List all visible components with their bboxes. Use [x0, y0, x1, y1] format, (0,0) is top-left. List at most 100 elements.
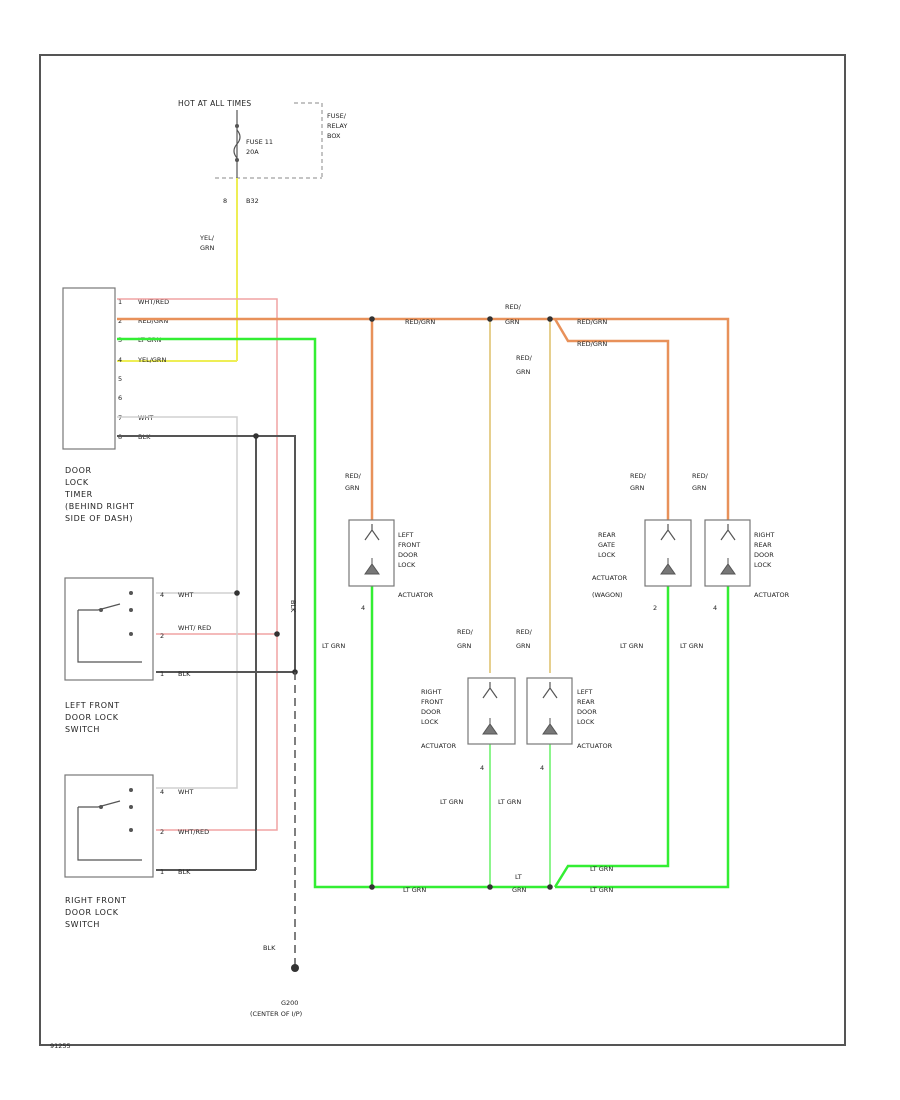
switch-caption: DOOR LOCK: [65, 713, 119, 722]
actuator-caption: LEFT: [398, 531, 413, 539]
actuator-caption: LOCK: [754, 561, 772, 569]
timer-box: [62, 287, 116, 450]
actuator-caption: ACTUATOR: [421, 742, 457, 750]
switch-pin: 4: [160, 788, 164, 796]
splice: [369, 884, 375, 890]
actuator-caption: FRONT: [421, 698, 443, 706]
actuator-pin-out: 4: [480, 764, 484, 772]
timer-pin: 2: [118, 317, 122, 325]
switch-wire-label: BLK: [178, 670, 191, 678]
timer-caption: (BEHIND RIGHT: [65, 502, 135, 511]
actuator-motor-icon: [542, 682, 558, 699]
timer-pin: 4: [118, 356, 122, 364]
actuator-coil-icon: [720, 558, 736, 575]
lt-grn-label: LT GRN: [590, 886, 613, 894]
actuator-caption: (WAGON): [592, 591, 623, 599]
actuator-wire-in-label: RED/: [630, 472, 647, 480]
lt-grn-label: LT: [515, 873, 522, 881]
switch-caption: DOOR LOCK: [65, 908, 119, 917]
switch-terminal: [129, 805, 133, 809]
timer-wire-label: YEL/GRN: [137, 356, 166, 364]
actuator-coil-icon: [660, 558, 676, 575]
diagram-code: 91255: [50, 1042, 71, 1050]
wire-lt-grn: [117, 337, 550, 889]
timer-caption: DOOR: [65, 466, 92, 475]
red-grn-label: GRN: [505, 318, 520, 326]
actuator-right-rear-door: RED/ GRN 4 RIGHT REAR DOOR LOCK ACTUATOR…: [680, 472, 790, 650]
actuator-wire-in-label: GRN: [345, 484, 360, 492]
timer-caption: SIDE OF DASH): [65, 514, 133, 523]
timer-pin: 7: [118, 414, 122, 422]
actuator-caption: LOCK: [398, 561, 416, 569]
lt-grn-label: GRN: [512, 886, 527, 894]
fuse-box-label: BOX: [327, 132, 341, 140]
switch-wire-label: WHT/ RED: [178, 624, 211, 632]
red-grn-label: RED/: [516, 354, 533, 362]
actuator-motor-icon: [660, 524, 676, 541]
actuator-caption: FRONT: [398, 541, 420, 549]
actuator-caption: RIGHT: [421, 688, 441, 696]
fuse-amps: 20A: [246, 148, 259, 156]
actuator-motor-icon: [482, 682, 498, 699]
red-grn-label: RED/GRN: [577, 340, 607, 348]
switch-terminal: [129, 788, 133, 792]
actuator-wire-out-label: LT GRN: [498, 798, 521, 806]
red-grn-label: RED/GRN: [405, 318, 435, 326]
splice: [253, 433, 259, 439]
actuator-caption: DOOR: [754, 551, 774, 559]
actuator-motor-icon: [364, 524, 380, 541]
actuator-caption: ACTUATOR: [592, 574, 628, 582]
actuator-caption: DOOR: [421, 708, 441, 716]
wire-wht: [117, 416, 238, 789]
timer-pin: 5: [118, 375, 122, 383]
actuator-wire-out-label: LT GRN: [680, 642, 703, 650]
wire-red-grn-bus: [117, 317, 730, 520]
actuator-caption: ACTUATOR: [398, 591, 434, 599]
right-front-door-lock-switch: 4 2 1 WHT WHT/RED BLK RIGHT FRONT DOOR L…: [64, 774, 209, 929]
blk-label: BLK: [289, 600, 297, 613]
splice: [487, 316, 493, 322]
red-grn-label: RED/GRN: [577, 318, 607, 326]
fuse-label: FUSE 11: [246, 138, 273, 146]
splice: [274, 631, 280, 637]
switch-contact: [78, 603, 121, 611]
yel-grn-label: GRN: [200, 244, 215, 252]
actuator-caption: DOOR: [577, 708, 597, 716]
timer-wire-label: WHT/RED: [138, 298, 169, 306]
actuator-wire-out-label: LT GRN: [620, 642, 643, 650]
switch-terminal: [129, 828, 133, 832]
wire-blk: [117, 435, 296, 672]
timer-pin: 1: [118, 298, 122, 306]
fuse-terminal: [235, 124, 239, 128]
actuator-right-front-door: RED/ GRN 4 RIGHT FRONT DOOR LOCK ACTUATO…: [421, 628, 516, 806]
splice: [487, 884, 493, 890]
left-front-door-lock-switch: 4 2 1 WHT WHT/ RED BLK LEFT FRONT DOOR L…: [64, 577, 211, 734]
actuator-coil-icon: [482, 718, 498, 735]
actuator-coil-icon: [364, 558, 380, 575]
splice: [234, 590, 240, 596]
actuator-pin-out: 2: [653, 604, 657, 612]
actuator-left-rear-door: RED/ GRN 4 LEFT REAR DOOR LOCK ACTUATOR …: [498, 628, 613, 806]
lt-grn-label: LT GRN: [403, 886, 426, 894]
red-grn-label: RED/: [505, 303, 522, 311]
switch-box: [64, 577, 154, 681]
switch-wire-label: WHT/RED: [178, 828, 209, 836]
timer-wire-label: RED/GRN: [138, 317, 168, 325]
actuator-rear-gate: RED/ GRN 2 REAR GATE LOCK ACTUATOR (WAGO…: [592, 472, 692, 650]
ground-label: G200: [281, 999, 298, 1007]
door-lock-timer: 1 2 3 4 5 6 7 8 WHT/RED RED/GRN LT GRN Y…: [62, 287, 169, 523]
actuator-wire-in-label: GRN: [516, 642, 531, 650]
lt-grn-label: LT GRN: [322, 642, 345, 650]
actuator-coil-icon: [542, 718, 558, 735]
timer-pin: 6: [118, 394, 122, 402]
actuator-pin-out: 4: [713, 604, 717, 612]
actuator-wire-in-label: RED/: [345, 472, 362, 480]
wire-lt-grn-rear-gate: [553, 585, 670, 888]
timer-caption: LOCK: [65, 478, 89, 487]
actuator-wire-out-label: LT GRN: [440, 798, 463, 806]
fuse-relay-box: HOT AT ALL TIMES FUSE 11 20A FUSE/ RELAY…: [178, 99, 347, 252]
actuator-caption: DOOR: [398, 551, 418, 559]
actuator-pin-out: 4: [540, 764, 544, 772]
actuator-left-front-door: RED/ GRN 4 LEFT FRONT DOOR LOCK ACTUATOR: [345, 472, 434, 612]
